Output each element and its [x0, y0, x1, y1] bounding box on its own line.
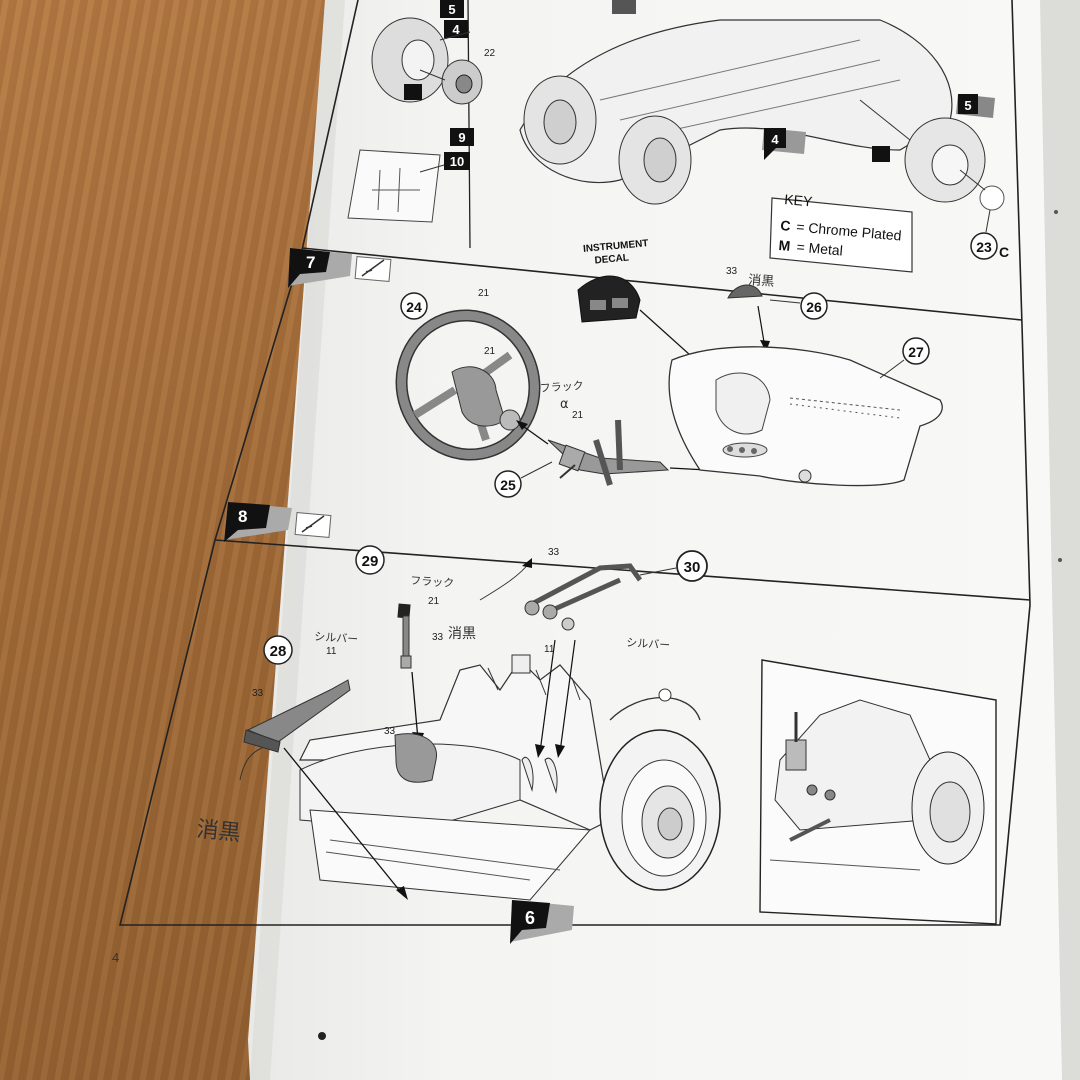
svg-text:33: 33: [548, 547, 560, 558]
ref-badge-9: 9: [450, 128, 474, 146]
shifter-part-29: 29 21 33 消黒 フラック 33: [355, 545, 476, 783]
svg-text:23: 23: [976, 239, 992, 255]
svg-text:21: 21: [478, 288, 490, 299]
svg-text:6: 6: [525, 908, 535, 928]
ref-badge-4-mid: 4: [762, 128, 806, 160]
svg-text:27: 27: [908, 344, 924, 360]
svg-text:C: C: [780, 217, 791, 234]
svg-text:33: 33: [252, 688, 264, 699]
svg-text:= Metal: = Metal: [796, 239, 844, 259]
ref-badge-5: 5: [440, 0, 464, 18]
part-26-knob: 33 消黒 26: [726, 266, 828, 352]
svg-text:4: 4: [452, 22, 460, 37]
svg-text:33: 33: [384, 726, 396, 737]
svg-text:KEY: KEY: [784, 191, 814, 209]
svg-text:シルバー: シルバー: [314, 630, 359, 646]
svg-text:33: 33: [432, 632, 444, 643]
parts-key-box: KEY C = Chrome Plated M = Metal: [769, 191, 913, 273]
part-25-callout: 25: [494, 461, 553, 498]
svg-text:C: C: [999, 244, 1009, 260]
svg-text:8: 8: [238, 507, 247, 526]
svg-text:10: 10: [450, 154, 464, 169]
linkage-part-30: 30 33 11 シルバー: [479, 547, 708, 758]
svg-text:21: 21: [428, 596, 440, 607]
svg-text:24: 24: [406, 299, 422, 315]
svg-text:11: 11: [326, 646, 337, 657]
part-24-callout: 24: [400, 292, 428, 320]
svg-text:28: 28: [270, 643, 287, 660]
part-23-callout: 23 C: [970, 209, 1009, 260]
chassis-underside-drawing: 5 4: [519, 0, 1005, 211]
svg-text:5: 5: [964, 98, 971, 113]
page-number: 4: [112, 950, 119, 965]
svg-text:消黒: 消黒: [748, 273, 775, 290]
svg-text:α: α: [560, 397, 569, 412]
steering-wheel-part-24: [395, 309, 541, 461]
svg-text:11: 11: [544, 644, 555, 655]
svg-text:DECAL: DECAL: [594, 253, 629, 267]
svg-text:4: 4: [771, 132, 779, 147]
handbrake-lever-part-28: 28 11 シルバー 33 消黒: [195, 630, 408, 900]
svg-text:21: 21: [572, 410, 584, 421]
svg-text:M: M: [778, 237, 791, 254]
inset-assembled-view: [759, 659, 997, 925]
svg-text:22: 22: [484, 48, 496, 59]
svg-text:25: 25: [500, 477, 516, 493]
step-8-header: 8: [224, 502, 332, 542]
svg-text:シルバー: シルバー: [626, 636, 671, 652]
svg-text:消黒: 消黒: [448, 626, 476, 642]
ref-badge-10: 10: [444, 152, 470, 170]
svg-text:5: 5: [448, 2, 455, 17]
ref-badge-6: 6: [510, 900, 574, 944]
dashboard-part-27: 27: [668, 337, 943, 487]
svg-text:29: 29: [362, 553, 379, 570]
svg-text:21: 21: [484, 346, 496, 357]
svg-text:7: 7: [306, 253, 315, 272]
ref-badge-4: 4: [444, 20, 468, 38]
svg-text:9: 9: [458, 130, 465, 145]
svg-text:消黒: 消黒: [195, 817, 241, 846]
top-left-wheel-assembly: 5 4 22 9 10: [347, 0, 496, 223]
ref-badge-5-right: 5: [956, 94, 995, 118]
floor-pan-drawing: [299, 654, 721, 901]
svg-text:33: 33: [726, 266, 738, 277]
svg-text:フラック: フラック: [539, 379, 584, 395]
step-7-header: 7: [288, 248, 392, 288]
svg-text:フラック: フラック: [410, 574, 455, 590]
svg-text:26: 26: [806, 299, 822, 315]
svg-text:30: 30: [684, 559, 701, 576]
